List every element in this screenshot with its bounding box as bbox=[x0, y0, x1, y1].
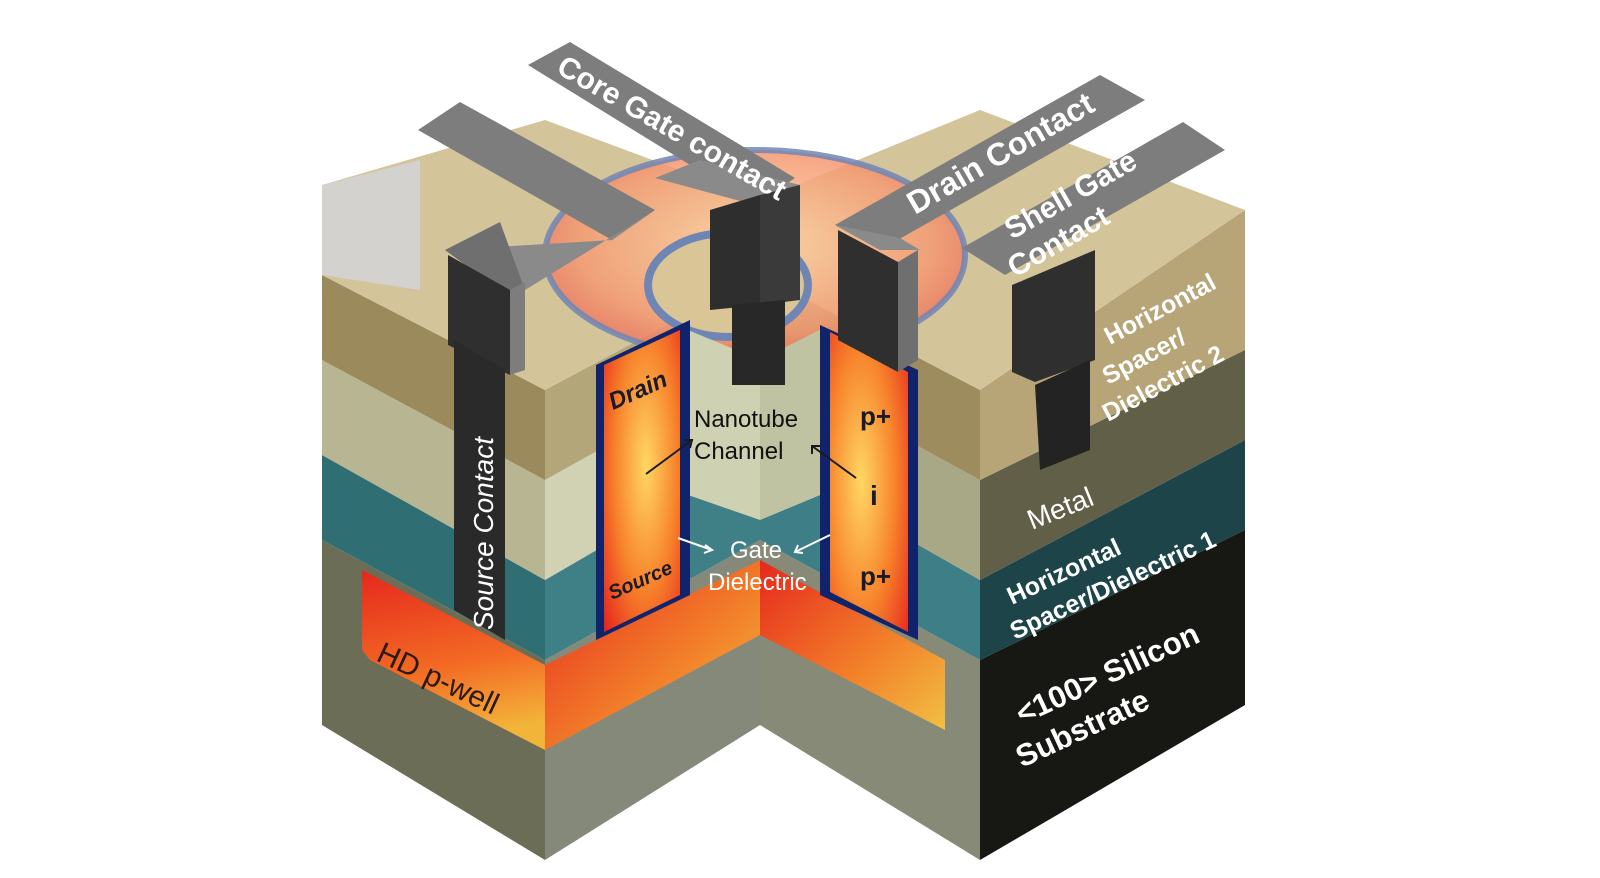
nanotube-left-wall bbox=[596, 320, 690, 640]
label-source-contact: Source Contact bbox=[468, 436, 499, 630]
label-p-plus-top: p+ bbox=[860, 401, 891, 431]
label-intrinsic: i bbox=[870, 480, 878, 511]
hd-p-well bbox=[362, 560, 945, 750]
drain-contact bbox=[835, 75, 1145, 372]
label-channel: Channel bbox=[694, 438, 783, 465]
gate-dielectric-arrows bbox=[677, 534, 831, 554]
source-contact bbox=[418, 102, 655, 640]
annotation-arrows bbox=[645, 439, 857, 479]
nanotube-right-wall bbox=[820, 325, 918, 640]
label-dielectric: Dielectric bbox=[708, 569, 807, 596]
label-gate: Gate bbox=[730, 537, 782, 564]
shell-gate-contact bbox=[962, 122, 1225, 470]
label-p-plus-bottom: p+ bbox=[860, 561, 891, 591]
label-nanotube: Nanotube bbox=[694, 406, 798, 433]
core-gate-contact bbox=[528, 42, 800, 385]
